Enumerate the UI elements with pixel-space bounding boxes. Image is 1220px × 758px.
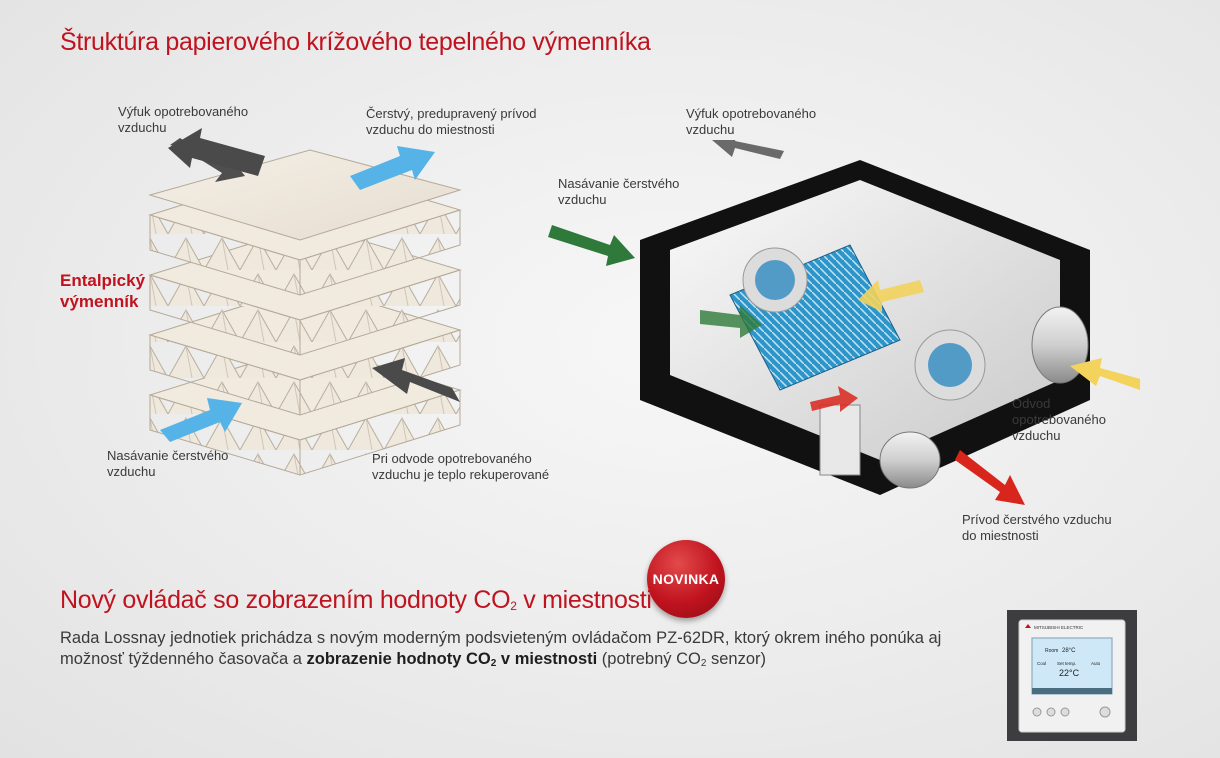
heat-recovery-label: Pri odvode opotrebovaného vzduchu je tep… [372,451,550,482]
controller-power-button [1099,706,1111,718]
svg-text:Auto: Auto [1091,661,1101,666]
right-fresh-intake-label: Nasávanie čerstvého vzduchu [558,176,680,207]
svg-text:Cool: Cool [1037,661,1046,666]
paragraph-part2-sub: 2 [700,658,707,669]
controller-heading-sub: 2 [510,599,517,613]
stale-return-arrow-icon [1070,358,1140,390]
duct-right [1031,306,1089,384]
lossnay-unit-diagram [548,140,1140,505]
exhaust-out-arrow-icon [168,128,265,176]
stale-return-label: Odvod opotrebovaného vzduchu [1012,396,1106,443]
mitsubishi-logo-icon [1025,624,1031,628]
svg-text:28°C: 28°C [1062,648,1076,654]
novinka-badge-text: NOVINKA [652,571,720,587]
left-exhaust-label: Výfuk opotrebovaného vzduchu [118,104,249,135]
fresh-intake-arrow-icon [160,398,242,442]
supply-label: Prívod čerstvého vzduchu do miestnosti [962,512,1112,543]
inner-yellow-arrow-icon [858,280,924,312]
controller-heading-post: v miestnosti [516,586,652,614]
controller-paragraph: Rada Lossnay jednotiek prichádza s novým… [60,628,1000,674]
controller-heading: Nový ovládač so zobrazením hodnoty CO2 v… [60,586,652,615]
svg-text:MITSUBISHI ELECTRIC: MITSUBISHI ELECTRIC [1034,625,1084,630]
controller-screen [1031,637,1113,695]
paragraph-bold-pre: zobrazenie hodnoty CO [306,650,491,668]
svg-text:22°C: 22°C [1059,668,1080,678]
stale-intake-arrow-icon [372,358,460,402]
fresh-supply-arrow-icon [350,146,435,190]
svg-text:Room: Room [1045,648,1058,654]
right-fresh-intake-arrow-icon [548,225,635,266]
paragraph-part1: Rada Lossnay jednotiek prichádza s novým… [60,629,942,668]
paper-heat-exchanger-diagram [148,128,462,476]
control-box [819,404,861,476]
paragraph-bold: zobrazenie hodnoty CO2 v miestnosti [306,650,598,669]
novinka-badge: NOVINKA [647,540,725,618]
paragraph-part2: (potrebný CO [597,650,701,668]
controller-menu-button [1032,707,1042,717]
duct-bottom [879,431,941,489]
controller-device-image: MITSUBISHI ELECTRIC Room 28°C Cool Set t… [1018,619,1126,733]
left-fresh-supply-label: Čerstvý, predupravený prívod vzduchu do … [366,106,537,137]
paragraph-bold-sub: 2 [490,658,497,669]
left-fresh-intake-label: Nasávanie čerstvého vzduchu [107,448,229,479]
controller-photo: MITSUBISHI ELECTRIC Room 28°C Cool Set t… [1007,610,1137,741]
supply-arrow-icon [955,450,1025,505]
right-exhaust-arrow-icon [712,140,784,159]
controller-back-button [1046,707,1056,717]
inner-red-arrow-icon [810,386,858,412]
paragraph-bold-post: v miestnosti [496,650,598,668]
paragraph-part3: senzor) [706,650,767,668]
inner-green-arrow-icon [700,305,762,338]
svg-text:Set temp.: Set temp. [1057,661,1076,666]
controller-ok-button [1060,707,1070,717]
controller-heading-pre: Nový ovládač so zobrazením hodnoty CO [60,586,511,614]
enthalpy-exchanger-label: Entalpický výmenník [60,271,146,311]
right-exhaust-label: Výfuk opotrebovaného vzduchu [686,106,817,137]
structure-heading: Štruktúra papierového krížového tepelnéh… [60,28,651,56]
